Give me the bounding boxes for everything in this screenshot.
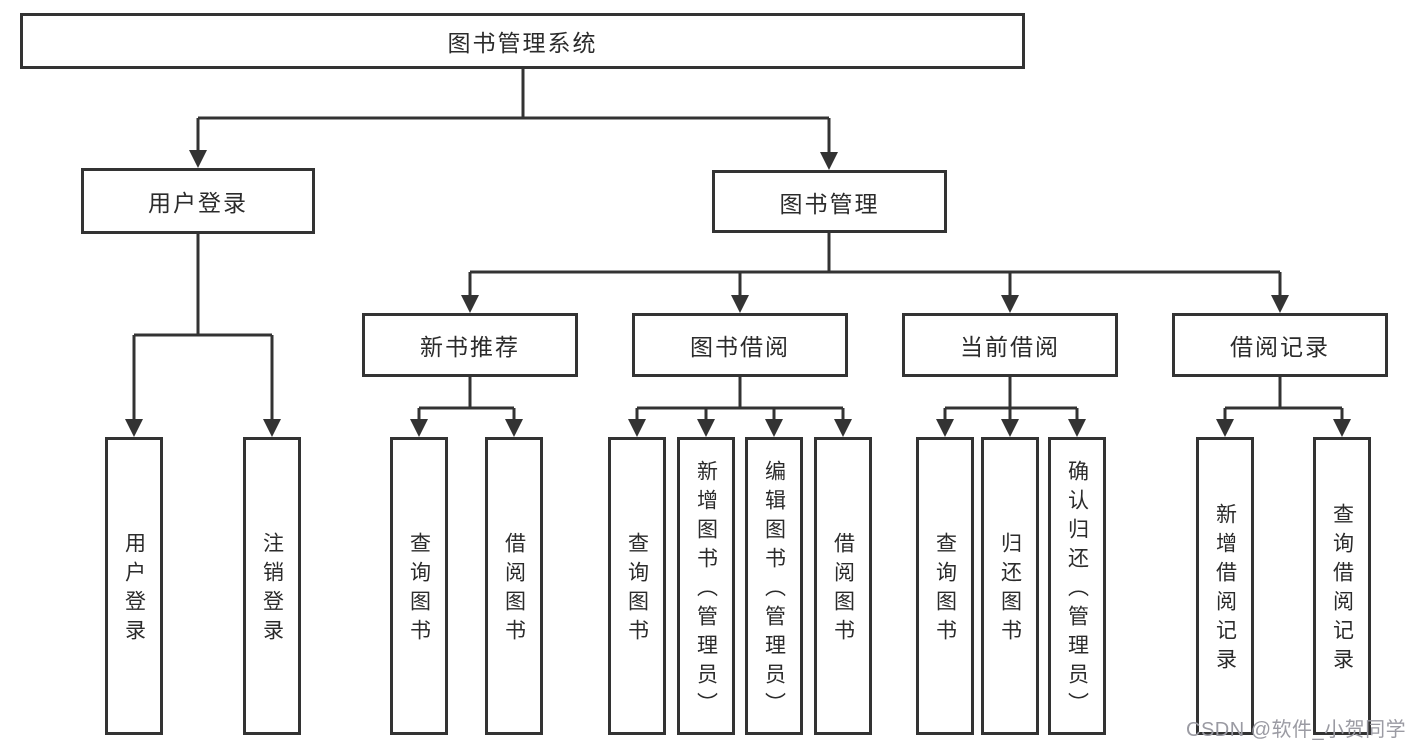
watermark: CSDN @软件_小贺同学 (1186, 719, 1405, 741)
leaf-label: 新增借阅记录 (1213, 503, 1237, 677)
leaf-label: 归还图书 (998, 532, 1022, 648)
node-root-title: 图书管理系统 (20, 13, 1025, 69)
leaf-label: 查询借阅记录 (1330, 503, 1354, 677)
leaf-label: 用户登录 (122, 532, 146, 648)
leaf-search-books-recommend: 查询图书 (390, 437, 448, 735)
node-book-management: 图书管理 (712, 170, 947, 233)
leaf-label: 查询图书 (407, 532, 431, 648)
leaf-label: 查询图书 (625, 532, 649, 648)
leaf-label: 借阅图书 (502, 532, 526, 648)
leaf-borrow-books-recommend: 借阅图书 (485, 437, 543, 735)
leaf-search-borrow-record: 查询借阅记录 (1313, 437, 1371, 735)
leaf-add-book-admin: 新增图书（管理员） (677, 437, 735, 735)
node-book-borrowing: 图书借阅 (632, 313, 848, 377)
leaf-label: 确认归还（管理员） (1065, 459, 1089, 721)
leaf-return-book: 归还图书 (981, 437, 1039, 735)
node-new-book-recommend: 新书推荐 (362, 313, 578, 377)
node-user-login: 用户登录 (81, 168, 315, 234)
leaf-label: 新增图书（管理员） (694, 459, 718, 721)
leaf-confirm-return-admin: 确认归还（管理员） (1048, 437, 1106, 735)
leaf-label: 查询图书 (933, 532, 957, 648)
node-borrowing-records: 借阅记录 (1172, 313, 1388, 377)
leaf-user-login: 用户登录 (105, 437, 163, 735)
leaf-label: 编辑图书（管理员） (762, 459, 786, 721)
leaf-edit-book-admin: 编辑图书（管理员） (745, 437, 803, 735)
node-current-borrowing: 当前借阅 (902, 313, 1118, 377)
leaf-label: 注销登录 (260, 532, 284, 648)
leaf-search-books-borrowing: 查询图书 (608, 437, 666, 735)
leaf-search-books-current: 查询图书 (916, 437, 974, 735)
leaf-borrow-books-borrowing: 借阅图书 (814, 437, 872, 735)
leaf-add-borrow-record: 新增借阅记录 (1196, 437, 1254, 735)
leaf-logout: 注销登录 (243, 437, 301, 735)
leaf-label: 借阅图书 (831, 532, 855, 648)
